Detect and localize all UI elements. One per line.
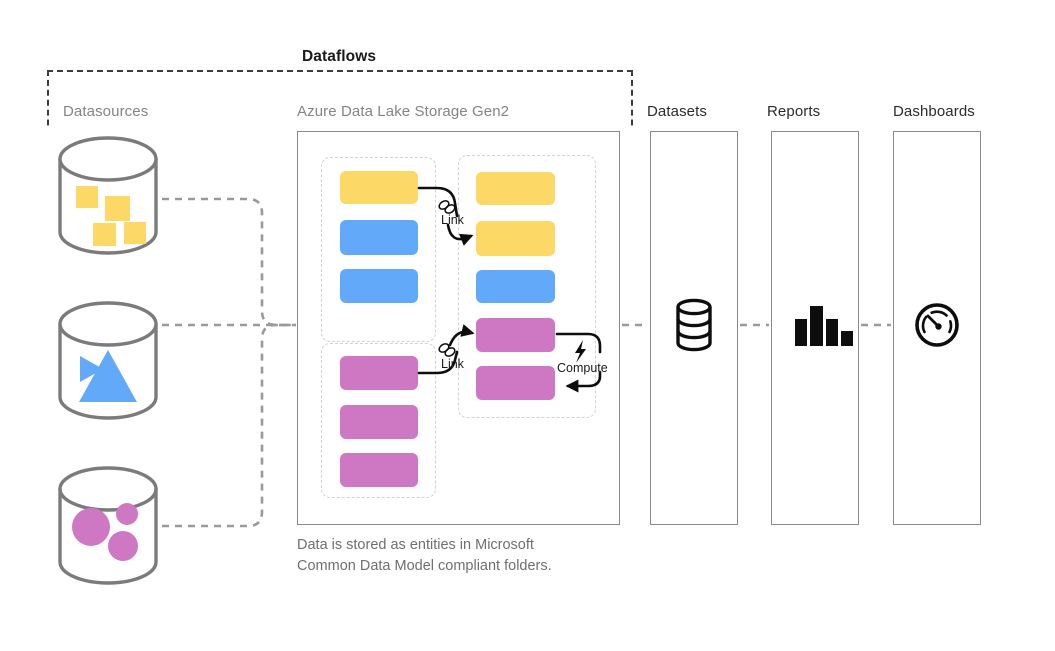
entity-chip bbox=[476, 172, 555, 205]
column-label-reports: Reports bbox=[767, 103, 821, 120]
boundary-mask-left bbox=[40, 128, 52, 558]
entity-chip bbox=[476, 318, 555, 352]
entity-chip bbox=[340, 220, 418, 255]
entity-chip bbox=[340, 269, 418, 303]
entity-chip bbox=[340, 171, 418, 204]
boundary-mask-right bbox=[628, 128, 642, 558]
column-label-storage: Azure Data Lake Storage Gen2 bbox=[297, 103, 510, 120]
entity-chip bbox=[340, 453, 418, 487]
column-label-datasets: Datasets bbox=[647, 103, 707, 120]
entity-chip bbox=[476, 270, 555, 303]
datasets-panel bbox=[650, 131, 738, 525]
reports-panel bbox=[771, 131, 859, 525]
column-label-datasources: Datasources bbox=[63, 103, 149, 120]
storage-caption: Data is stored as entities in Microsoft … bbox=[297, 537, 552, 574]
entity-chip bbox=[476, 221, 555, 256]
entity-chip bbox=[340, 405, 418, 439]
column-label-dashboards: Dashboards bbox=[893, 103, 975, 120]
dashboards-panel bbox=[893, 131, 981, 525]
entity-chip bbox=[476, 366, 555, 400]
entity-chip bbox=[340, 356, 418, 390]
page-title: Dataflows bbox=[302, 48, 377, 65]
